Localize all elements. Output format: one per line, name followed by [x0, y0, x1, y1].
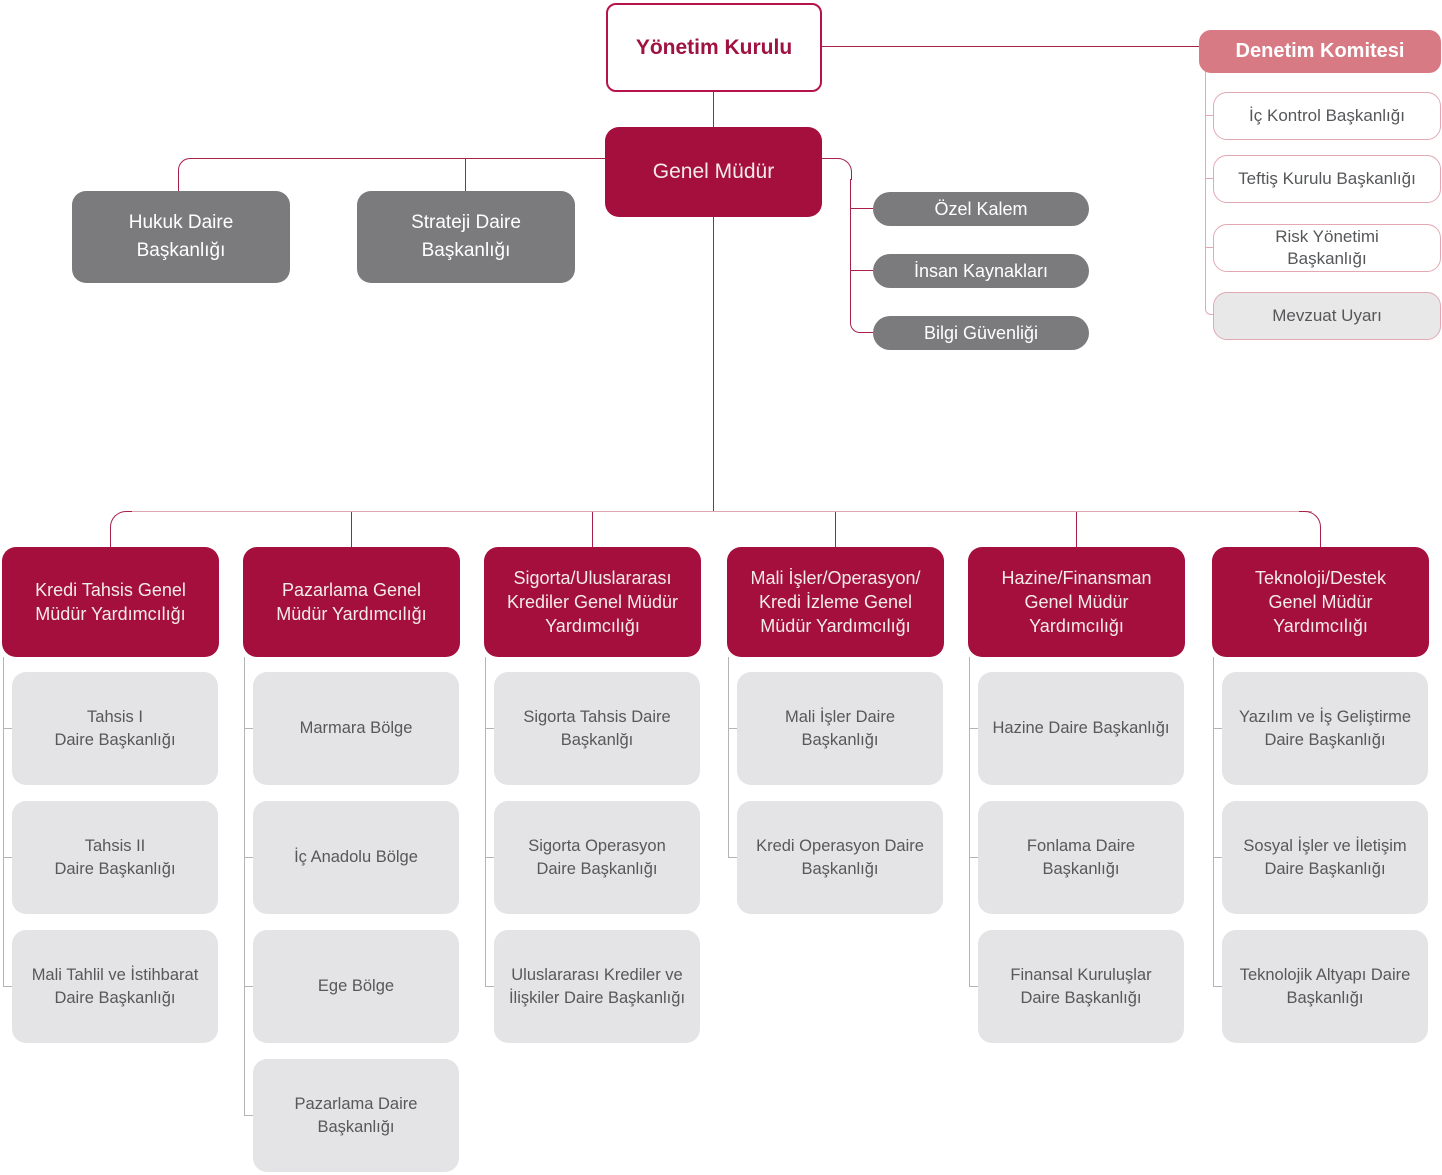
- division-kredi-tahsis-box: Kredi Tahsis Genel Müdür Yardımcılığı: [2, 547, 219, 657]
- connector-span-horizontal: [130, 511, 1312, 512]
- connector-dept-col4-stub2: [728, 857, 737, 858]
- connector-left-horizontal: [191, 158, 605, 159]
- division-hazine-box: Hazine/Finansman Genel Müdür Yardımcılığ…: [968, 547, 1185, 657]
- audit-committee-box: Denetim Komitesi: [1199, 30, 1441, 73]
- connector-dept-col4-stub1: [728, 728, 737, 729]
- connector-dept-col6-stub2: [1213, 857, 1222, 858]
- connector-board-gm: [713, 92, 714, 127]
- dept-marmara-box: Marmara Bölge: [253, 672, 459, 785]
- dept-ic-anadolu-box: İç Anadolu Bölge: [253, 801, 459, 914]
- dept-kredi-operasyon-box: Kredi Operasyon Daire Başkanlığı: [737, 801, 943, 914]
- connector-audit-vertical: [1205, 48, 1206, 308]
- connector-division2-stub: [351, 512, 352, 547]
- connector-division5-stub: [1076, 512, 1077, 547]
- dept-finansal-kuruluslar-box: Finansal Kuruluşlar Daire Başkanlığı: [978, 930, 1184, 1043]
- connector-dept-col5-stub2: [969, 857, 978, 858]
- division-pazarlama-box: Pazarlama Genel Müdür Yardımcılığı: [243, 547, 460, 657]
- staff-hukuk-box: Hukuk Daire Başkanlığı: [72, 191, 290, 283]
- connector-dept-col6-vertical: [1213, 657, 1214, 987]
- connector-right-bottom-corner: [850, 318, 873, 333]
- connector-dept-col2-stub4: [244, 1115, 253, 1116]
- connector-dept-col1-stub1: [3, 728, 12, 729]
- connector-dept-col3-stub1: [485, 728, 494, 729]
- dept-tahsis-1-box: Tahsis I Daire Başkanlığı: [12, 672, 218, 785]
- connector-insan-kaynaklari-stub: [851, 270, 873, 271]
- audit-ic-kontrol-box: İç Kontrol Başkanlığı: [1213, 92, 1441, 140]
- connector-dept-col3-stub2: [485, 857, 494, 858]
- staff-insan-kaynaklari-box: İnsan Kaynakları: [873, 254, 1089, 288]
- connector-dept-col6-stub3: [1213, 986, 1222, 987]
- connector-dept-col2-stub2: [244, 857, 253, 858]
- connector-dept-col6-stub1: [1213, 728, 1222, 729]
- connector-audit-stub-2: [1206, 178, 1213, 179]
- connector-dept-col2-stub1: [244, 728, 253, 729]
- connector-audit-stub-3: [1206, 247, 1213, 248]
- audit-mevzuat-box: Mevzuat Uyarı: [1213, 292, 1441, 340]
- connector-division3-stub: [592, 512, 593, 547]
- dept-sigorta-tahsis-box: Sigorta Tahsis Daire Başkanlğı: [494, 672, 700, 785]
- dept-mali-isler-daire-box: Mali İşler Daire Başkanlığı: [737, 672, 943, 785]
- general-manager-box: Genel Müdür: [605, 127, 822, 217]
- dept-teknolojik-altyapi-box: Teknolojik Altyapı Daire Başkanlığı: [1222, 930, 1428, 1043]
- connector-right-corner: [822, 158, 852, 180]
- dept-pazarlama-daire-box: Pazarlama Daire Başkanlığı: [253, 1059, 459, 1172]
- connector-dept-col5-vertical: [969, 657, 970, 987]
- connector-span-right-corner: [1299, 511, 1321, 547]
- connector-gm-trunk: [713, 217, 714, 512]
- division-teknoloji-box: Teknoloji/Destek Genel Müdür Yardımcılığ…: [1212, 547, 1429, 657]
- connector-dept-col2-vertical: [244, 657, 245, 1116]
- connector-ozel-kalem-stub: [851, 208, 873, 209]
- staff-strateji-box: Strateji Daire Başkanlığı: [357, 191, 575, 283]
- connector-right-vertical: [850, 179, 851, 318]
- staff-bilgi-guvenligi-box: Bilgi Güvenliği: [873, 316, 1089, 350]
- connector-board-audit: [822, 46, 1199, 47]
- connector-audit-bottom-corner: [1205, 307, 1213, 315]
- dept-hazine-daire-box: Hazine Daire Başkanlığı: [978, 672, 1184, 785]
- dept-yazilim-box: Yazılım ve İş Geliştirme Daire Başkanlığ…: [1222, 672, 1428, 785]
- dept-uluslararasi-krediler-box: Uluslararası Krediler ve İlişkiler Daire…: [494, 930, 700, 1043]
- division-sigorta-box: Sigorta/Uluslararası Krediler Genel Müdü…: [484, 547, 701, 657]
- dept-sosyal-isler-box: Sosyal İşler ve İletişim Daire Başkanlığ…: [1222, 801, 1428, 914]
- dept-ege-box: Ege Bölge: [253, 930, 459, 1043]
- audit-risk-box: Risk Yönetimi Başkanlığı: [1213, 224, 1441, 272]
- connector-dept-col3-stub3: [485, 986, 494, 987]
- audit-teftis-box: Teftiş Kurulu Başkanlığı: [1213, 155, 1441, 203]
- dept-sigorta-operasyon-box: Sigorta Operasyon Daire Başkanlığı: [494, 801, 700, 914]
- connector-left-corner: [178, 158, 192, 192]
- division-mali-isler-box: Mali İşler/Operasyon/ Kredi İzleme Genel…: [727, 547, 944, 657]
- connector-dept-col1-stub2: [3, 857, 12, 858]
- connector-dept-col5-stub1: [969, 728, 978, 729]
- board-box: Yönetim Kurulu: [606, 3, 822, 92]
- dept-tahsis-2-box: Tahsis II Daire Başkanlığı: [12, 801, 218, 914]
- connector-dept-col3-vertical: [485, 657, 486, 987]
- connector-dept-col1-stub3: [3, 986, 12, 987]
- connector-division4-stub: [835, 512, 836, 547]
- dept-mali-tahlil-box: Mali Tahlil ve İstihbarat Daire Başkanlı…: [12, 930, 218, 1043]
- staff-ozel-kalem-box: Özel Kalem: [873, 192, 1089, 226]
- connector-span-left-corner: [110, 511, 132, 547]
- connector-dept-col1-vertical: [3, 657, 4, 987]
- dept-fonlama-box: Fonlama Daire Başkanlığı: [978, 801, 1184, 914]
- connector-dept-col5-stub3: [969, 986, 978, 987]
- connector-dept-col2-stub3: [244, 986, 253, 987]
- connector-strateji-stub: [465, 159, 466, 192]
- connector-audit-stub-1: [1206, 115, 1213, 116]
- connector-dept-col4-vertical: [728, 657, 729, 858]
